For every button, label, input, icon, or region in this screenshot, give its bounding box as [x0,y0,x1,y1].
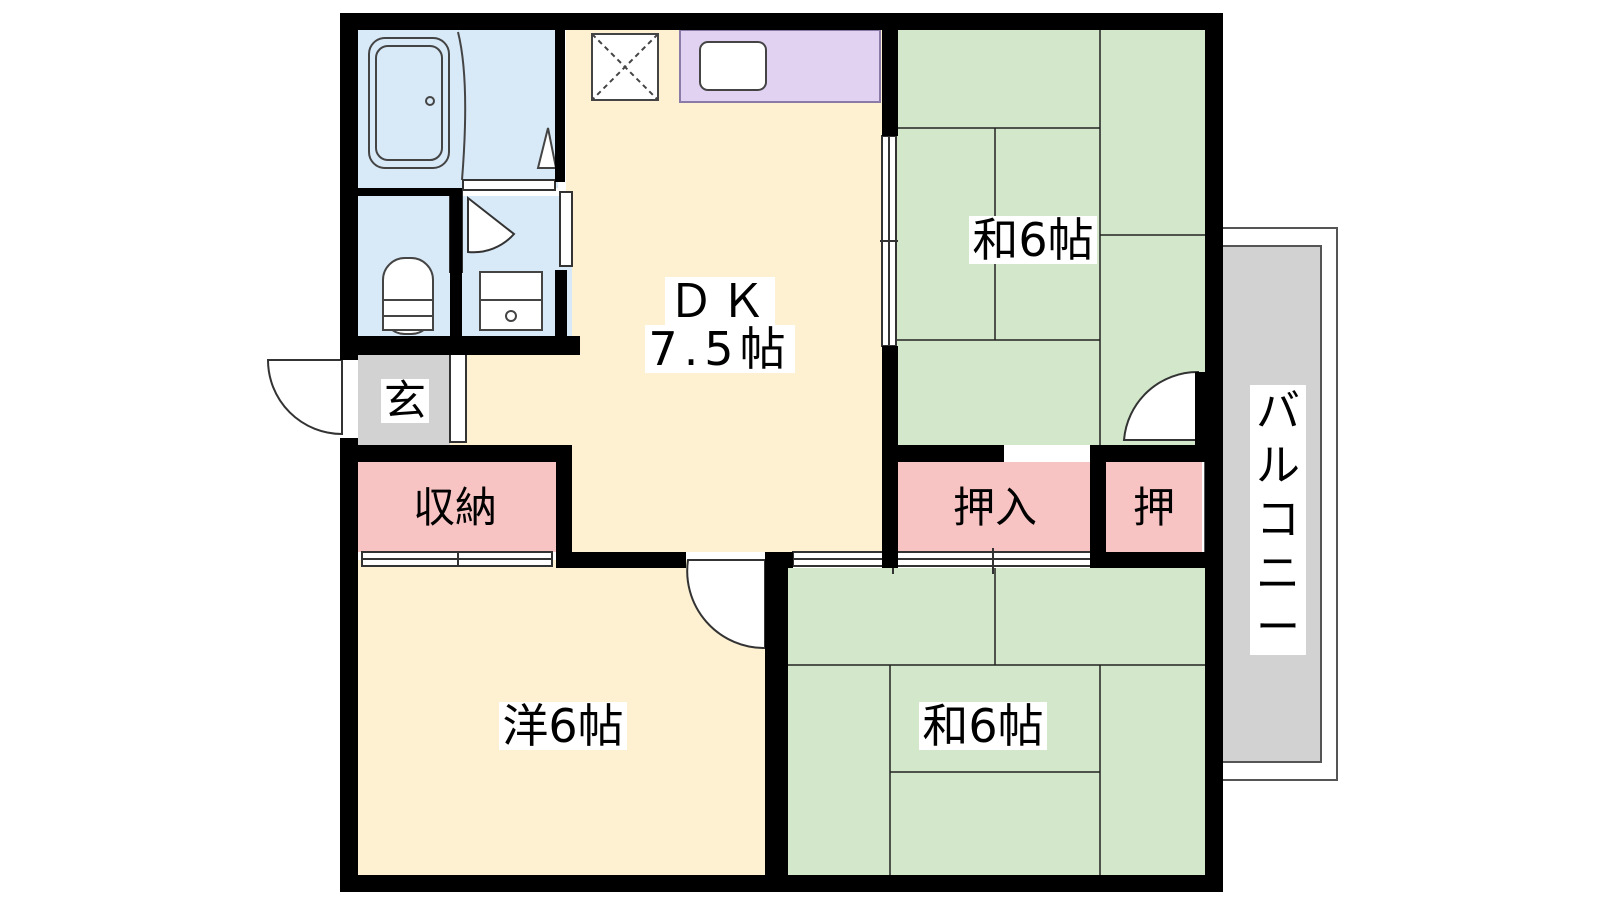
dk-hall-floor [450,355,570,445]
oshiire-floor [898,462,1090,552]
washitsu-lower-label: 和6帖 [908,696,1058,756]
shower-curtain-icon [457,31,467,181]
balcony-char: コ [1256,494,1300,545]
oshi-door-swing [1122,370,1199,441]
oshi-label: 押 [1132,482,1175,532]
faucet-icon [536,127,558,169]
entrance-door-swing [266,359,343,436]
balcony-char: ニ [1256,548,1300,599]
balcony [1204,227,1338,781]
tatami-lines [788,30,1205,875]
bathtub-icon [368,37,450,169]
balcony-char: バ [1256,386,1300,437]
dk-label: ＤＫ 7.5帖 [630,255,810,395]
washitsu-upper-label: 和6帖 [958,210,1108,270]
sink-icon [699,41,767,91]
balcony-char: ー [1256,602,1300,653]
oshi-floor [1106,462,1202,552]
door-swings [266,195,1199,650]
fixtures [368,31,767,335]
washroom-door-swing [467,195,516,254]
entrance-label: 玄 [370,375,440,427]
dk-name: ＤＫ [665,276,775,325]
storage-label: 収納 [412,482,497,532]
youshitsu-door-swing [686,559,766,650]
oshiire-label: 押入 [952,482,1037,532]
walls [340,13,1223,892]
youshitsu-label: 洋6帖 [488,696,638,756]
balcony-label: バ ル コ ニ ー [1250,385,1306,655]
balcony-char: ル [1256,440,1300,491]
storage-floor [358,462,556,552]
dk-size: 7.5帖 [645,325,795,373]
